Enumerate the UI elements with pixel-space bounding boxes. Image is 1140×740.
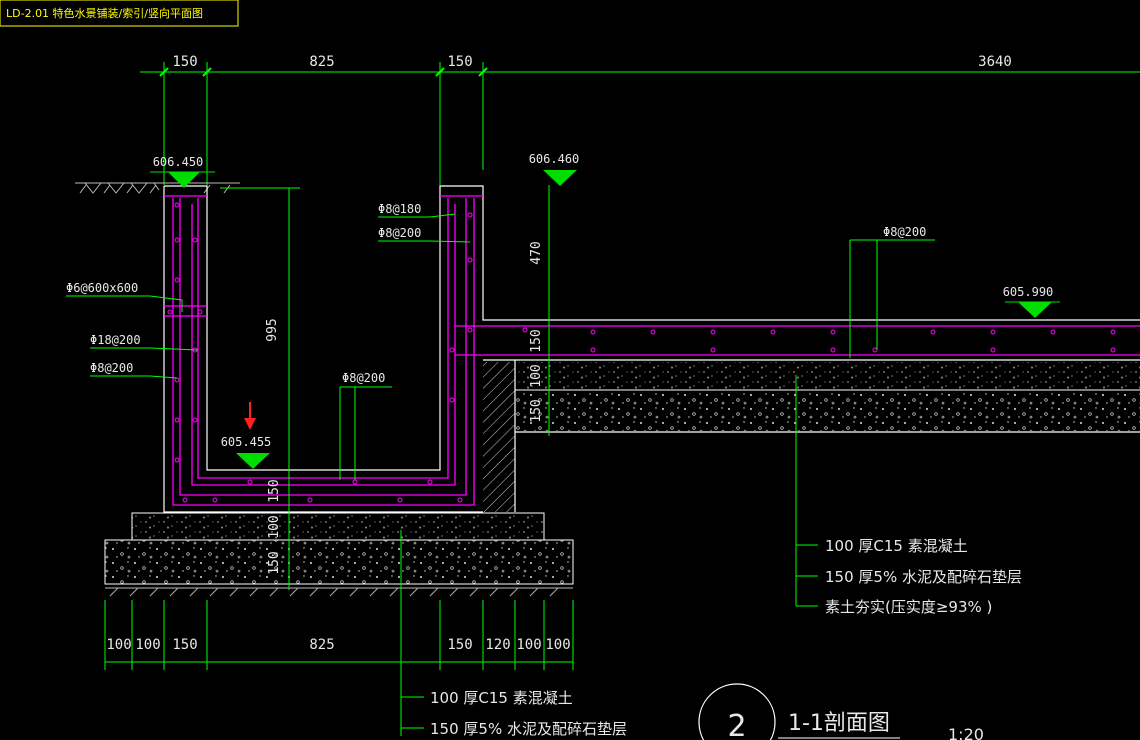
layer-note: 100 厚C15 素混凝土	[825, 537, 968, 555]
ground-line	[75, 182, 240, 194]
section-number: 2	[727, 709, 746, 740]
elevation-marker	[543, 170, 577, 186]
base-layers	[104, 512, 574, 597]
dim-vertical-label: 100	[529, 364, 544, 387]
top-dimensions	[140, 62, 1140, 185]
rebar-dots	[167, 202, 1116, 503]
section-symbol	[698, 683, 900, 740]
rebar-label: Φ6@600x600	[66, 281, 138, 295]
dim-vertical-label: 150	[529, 329, 544, 352]
elevation-label: 605.990	[1003, 285, 1054, 299]
dim-bottom-label: 100	[106, 637, 131, 653]
dim-bottom-label: 100	[516, 637, 541, 653]
hatch-wall	[483, 362, 515, 512]
rebar-label: Φ8@200	[378, 226, 421, 240]
elevation-marker	[236, 453, 270, 469]
gravel-layer-right	[515, 391, 1140, 431]
dim-vertical-label: 100	[267, 515, 282, 538]
layer-callout-right	[795, 375, 818, 607]
dim-bottom-label: 150	[172, 637, 197, 653]
red-arrow-icon	[244, 402, 256, 430]
dim-vertical-label: 995	[265, 318, 280, 341]
dim-top-label: 150	[447, 54, 472, 70]
layer-note: 150 厚5% 水泥及配碎石垫层	[825, 568, 1022, 586]
dim-bottom-label: 100	[545, 637, 570, 653]
dim-vertical-label: 470	[529, 241, 544, 264]
section-title: 1-1剖面图	[788, 711, 890, 736]
dim-top-label: 150	[172, 54, 197, 70]
section-scale: 1:20	[948, 725, 984, 740]
dim-bottom-label: 120	[485, 637, 510, 653]
rebar-label: Φ8@200	[90, 361, 133, 375]
rebar-label: Φ18@200	[90, 333, 141, 347]
dim-bottom-label: 825	[309, 637, 334, 653]
dim-vertical-label: 150	[529, 399, 544, 422]
rebar-label: Φ8@200	[342, 371, 385, 385]
elevation-marker	[1005, 301, 1060, 318]
dim-top-label: 3640	[978, 54, 1012, 70]
title-block: LD-2.01 特色水景铺装/索引/竖向平面图	[0, 0, 239, 27]
dim-top-label: 825	[309, 54, 334, 70]
title-text: LD-2.01 特色水景铺装/索引/竖向平面图	[6, 6, 203, 20]
rebar-label: Φ8@180	[378, 202, 421, 216]
layer-note: 素土夯实(压实度≥93% )	[825, 598, 992, 616]
elevation-label: 605.455	[221, 435, 272, 449]
elevation-label: 606.450	[153, 155, 204, 169]
bottom-dimensions	[104, 530, 574, 736]
elevation-marker	[150, 171, 215, 188]
vertical-dimensions	[220, 185, 550, 590]
layer-note: 100 厚C15 素混凝土	[430, 689, 573, 707]
rebar-lines	[164, 195, 1140, 506]
rebar-label: Φ8@200	[883, 225, 926, 239]
dim-vertical-label: 150	[267, 551, 282, 574]
dim-vertical-label: 150	[267, 479, 282, 502]
channel-outline	[163, 185, 1140, 513]
dim-bottom-label: 100	[135, 637, 160, 653]
concrete-layer-right	[515, 362, 1140, 390]
layer-note: 150 厚5% 水泥及配碎石垫层	[430, 720, 627, 738]
elevation-label: 606.460	[529, 152, 580, 166]
rebar-leaders	[66, 213, 935, 480]
dim-bottom-label: 150	[447, 637, 472, 653]
